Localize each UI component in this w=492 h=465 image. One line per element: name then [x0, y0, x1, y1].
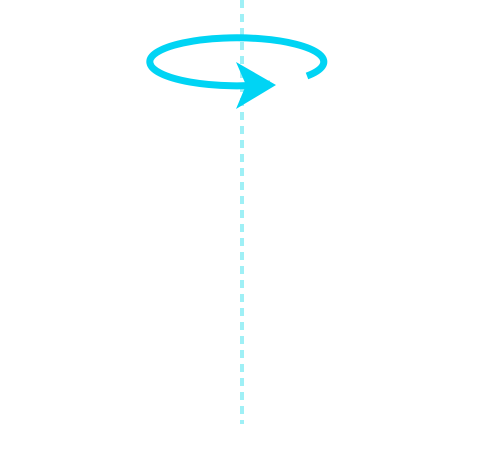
rotation-arc	[146, 34, 328, 90]
rotation-arrowhead-icon	[236, 62, 276, 109]
